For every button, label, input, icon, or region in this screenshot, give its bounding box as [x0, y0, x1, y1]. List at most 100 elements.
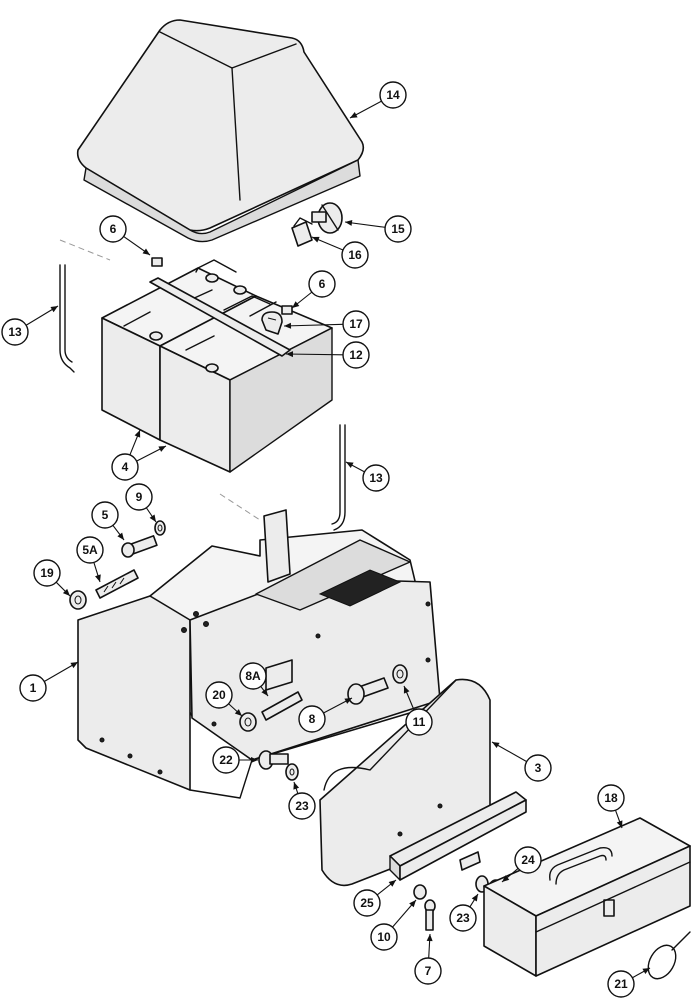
callout-label-24: 24	[521, 853, 535, 867]
callout-circle-11	[405, 708, 433, 736]
callout-label-23: 23	[295, 799, 309, 813]
callout-label-19: 19	[40, 566, 54, 580]
bolt-22	[258, 750, 289, 770]
callout-circle-9	[125, 483, 153, 511]
callout-circle-8	[298, 705, 326, 733]
callout-arrowhead	[117, 532, 124, 540]
callout-label-11: 11	[413, 715, 426, 729]
callout-label-14: 14	[386, 88, 400, 102]
callout-label-13: 13	[8, 325, 22, 339]
callout-label-23: 23	[456, 911, 470, 925]
callout-arrowhead	[292, 301, 300, 308]
callout-circle-16	[341, 241, 369, 269]
callout-label-20: 20	[212, 688, 226, 702]
callout-circle-1	[19, 674, 47, 702]
callout-arrowhead	[616, 820, 623, 828]
callout-label-5: 5	[102, 508, 109, 522]
callout-label-16: 16	[348, 248, 362, 262]
callout-circle-13	[362, 464, 390, 492]
callout-arrowhead	[149, 514, 156, 522]
callout-arrowhead	[403, 686, 410, 694]
callout-label-10: 10	[377, 930, 391, 944]
callout-label-13: 13	[369, 471, 383, 485]
callout-arrowhead	[158, 446, 166, 452]
callout-circle-4	[111, 453, 139, 481]
assembly-centreline	[59, 239, 111, 261]
cover-knob	[311, 202, 343, 234]
rail-bracket	[389, 791, 527, 881]
callout-leader	[285, 353, 344, 356]
callout-label-17: 17	[349, 317, 363, 331]
nut-19	[69, 590, 87, 610]
callout-label-22: 22	[219, 753, 233, 767]
hold-down-rod-left	[59, 264, 75, 373]
toolbox	[483, 817, 691, 977]
callout-circle-3	[524, 754, 552, 782]
washer-11	[392, 664, 408, 684]
washer-9	[154, 520, 166, 536]
callout-label-1: 1	[30, 681, 37, 695]
bolt-8	[347, 677, 389, 705]
stud-5a	[95, 569, 139, 599]
callout-arrowhead	[50, 306, 58, 313]
callout-arrowhead	[62, 588, 70, 596]
callout-circle-25	[353, 889, 381, 917]
callout-circle-24	[514, 846, 542, 874]
callout-arrowhead	[286, 351, 294, 358]
callout-label-12: 12	[349, 348, 363, 362]
callout-arrowhead	[95, 574, 101, 582]
callout-arrowhead	[261, 688, 268, 696]
callout-arrowhead	[388, 880, 396, 887]
callout-circle-22	[212, 746, 240, 774]
battery-cover	[76, 19, 365, 243]
callout-arrowhead	[134, 430, 141, 438]
callout-circle-19	[33, 559, 61, 587]
callout-circle-6	[99, 215, 127, 243]
callout-circle-21	[607, 970, 635, 998]
callout-circle-17	[342, 310, 370, 338]
callout-label-8: 8	[309, 712, 316, 726]
callout-circle-13	[1, 318, 29, 346]
callout-arrowhead	[409, 900, 416, 908]
callout-arrowhead	[293, 782, 300, 790]
callout-label-8a: 8A	[245, 669, 261, 683]
cover-clip	[291, 217, 313, 247]
callout-circle-5	[91, 501, 119, 529]
callout-circle-5a	[76, 536, 104, 564]
callout-label-6: 6	[319, 277, 326, 291]
washer-23-upper	[285, 763, 299, 781]
strap-nut-right	[281, 305, 293, 315]
callout-arrowhead	[344, 698, 352, 704]
callout-arrowhead	[426, 934, 433, 942]
callout-arrowhead	[350, 112, 358, 118]
callout-circle-12	[342, 341, 370, 369]
battery-tray	[77, 509, 441, 799]
callout-label-9: 9	[136, 490, 143, 504]
callout-label-21: 21	[614, 977, 628, 991]
callout-label-15: 15	[391, 222, 405, 236]
nut-20	[239, 712, 257, 732]
callout-circle-15	[384, 215, 412, 243]
callout-circle-6	[308, 270, 336, 298]
terminal-clamp	[261, 311, 283, 335]
callout-label-4: 4	[122, 460, 129, 474]
callout-arrowhead	[492, 742, 500, 749]
callout-arrowhead	[251, 757, 258, 763]
hold-down-rod-right	[331, 424, 346, 531]
stud-8a	[261, 691, 303, 721]
callout-label-25: 25	[360, 896, 374, 910]
callout-label-5a: 5A	[82, 543, 98, 557]
callout-circle-23	[449, 904, 477, 932]
callout-arrowhead	[471, 894, 478, 902]
callout-arrowhead	[284, 322, 292, 329]
callout-circle-8a	[239, 662, 267, 690]
callout-label-7: 7	[425, 964, 432, 978]
hold-down-strap	[149, 277, 291, 357]
callout-label-18: 18	[604, 791, 618, 805]
bolt-7	[424, 899, 436, 931]
callout-leader	[283, 323, 344, 327]
callout-label-6: 6	[110, 222, 117, 236]
callout-arrowhead	[142, 248, 150, 255]
